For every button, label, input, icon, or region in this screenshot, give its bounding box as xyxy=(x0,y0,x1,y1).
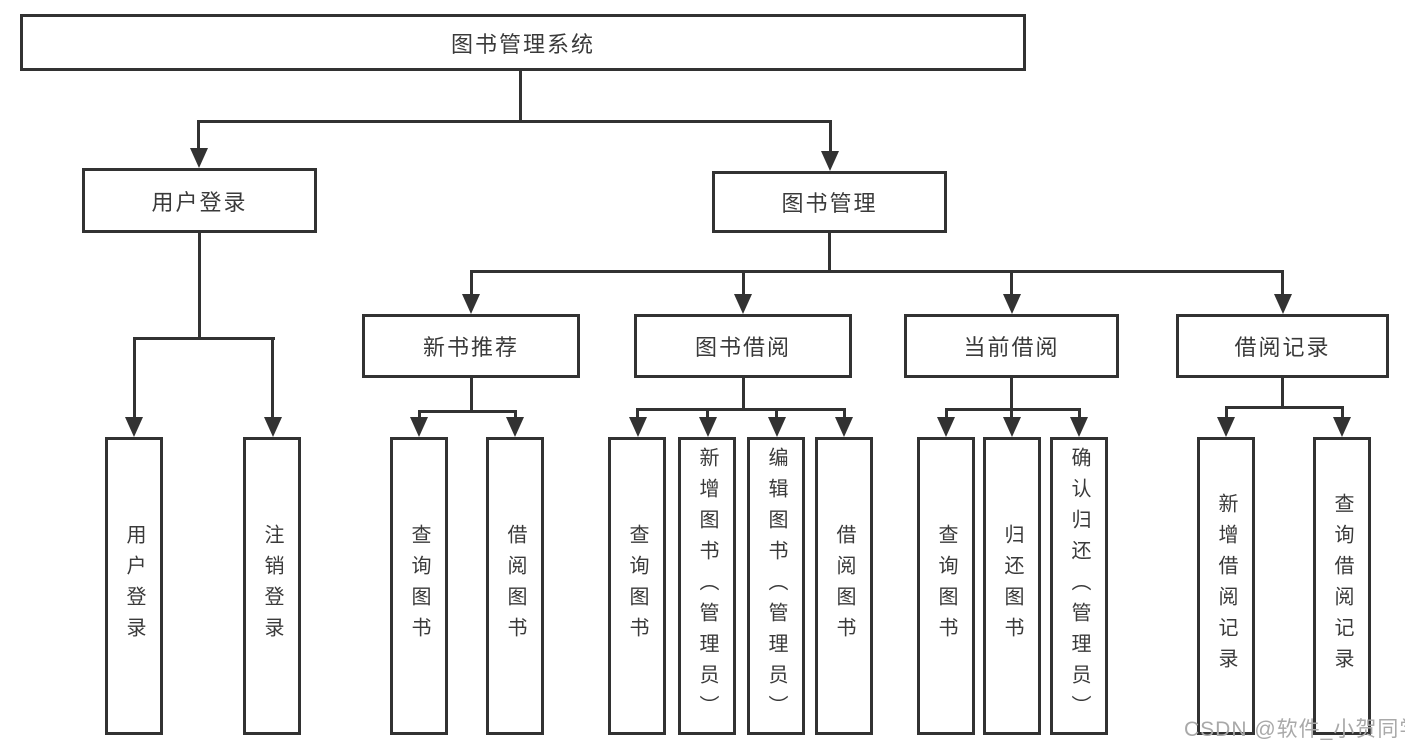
connector-arrow-line xyxy=(513,410,517,417)
arrow-down-icon xyxy=(821,151,839,171)
connector-arrow-line xyxy=(706,408,709,417)
leaf-edit-book-admin: 编辑图书（管理员） xyxy=(747,437,805,735)
arrow-down-icon xyxy=(1333,417,1351,437)
connector-arrow-line xyxy=(944,408,948,417)
arrow-down-icon xyxy=(767,417,786,437)
leaf-query-books-recommend: 查询图书 xyxy=(390,437,448,735)
arrow-down-icon xyxy=(937,417,955,437)
connector-recommend-stem xyxy=(469,378,473,413)
connector-arrow-line xyxy=(271,337,274,417)
leaf-add-book-admin: 新增图书（管理员） xyxy=(678,437,736,735)
connector-bookmgmt-stem xyxy=(828,233,831,273)
connector-arrow-line xyxy=(842,408,846,417)
connector-arrow-line xyxy=(417,410,421,417)
connector-root-bar xyxy=(197,120,832,123)
connector-arrow-line xyxy=(469,270,473,294)
connector-arrow-line xyxy=(1224,406,1228,417)
leaf-user-login: 用户登录 xyxy=(105,437,163,735)
node-book-borrow: 图书借阅 xyxy=(634,314,852,378)
arrow-down-icon xyxy=(1217,417,1235,437)
leaf-borrow-books: 借阅图书 xyxy=(815,437,873,735)
connector-borrow-bar xyxy=(636,408,846,411)
connector-current-stem xyxy=(1010,378,1013,411)
arrow-down-icon xyxy=(506,417,524,437)
connector-arrow-line xyxy=(132,337,136,417)
arrow-down-icon xyxy=(628,417,647,437)
connector-arrow-line xyxy=(1010,270,1013,294)
arrow-down-icon xyxy=(189,148,208,168)
connector-arrow-line xyxy=(1281,270,1284,294)
node-current-borrow: 当前借阅 xyxy=(904,314,1119,378)
connector-root-stem xyxy=(519,71,522,123)
connector-arrow-line xyxy=(1010,408,1013,417)
connector-records-stem xyxy=(1281,378,1284,409)
arrow-down-icon xyxy=(1002,417,1021,437)
node-book-management: 图书管理 xyxy=(712,171,947,233)
arrow-down-icon xyxy=(1273,294,1292,314)
leaf-return-book: 归还图书 xyxy=(983,437,1041,735)
connector-arrow-line xyxy=(775,408,778,417)
connector-arrow-user-login-line xyxy=(197,120,200,150)
arrow-down-icon xyxy=(462,294,480,314)
connector-records-bar xyxy=(1224,406,1344,409)
leaf-add-borrow-record: 新增借阅记录 xyxy=(1197,437,1255,735)
arrow-down-icon xyxy=(1070,417,1088,437)
arrow-down-icon xyxy=(835,417,853,437)
connector-arrow-line xyxy=(741,270,745,294)
leaf-logout-login: 注销登录 xyxy=(243,437,301,735)
connector-bookmgmt-bar xyxy=(469,270,1284,273)
node-root: 图书管理系统 xyxy=(20,14,1026,71)
csdn-watermark: CSDN @软件_小贺同学 xyxy=(1184,718,1405,741)
connector-recommend-bar xyxy=(417,410,517,413)
arrow-down-icon xyxy=(263,417,282,437)
connector-arrow-line xyxy=(636,408,639,417)
connector-borrow-stem xyxy=(741,378,745,411)
connector-userlogin-stem xyxy=(197,233,201,340)
arrow-down-icon xyxy=(125,417,143,437)
arrow-down-icon xyxy=(698,417,717,437)
leaf-confirm-return-admin: 确认归还（管理员） xyxy=(1050,437,1108,735)
connector-arrow-book-mgmt-line xyxy=(828,120,832,152)
node-new-book-recommend: 新书推荐 xyxy=(362,314,580,378)
connector-userlogin-bar xyxy=(132,337,275,340)
leaf-query-borrow-record: 查询借阅记录 xyxy=(1313,437,1371,735)
connector-arrow-line xyxy=(1340,406,1344,417)
connector-arrow-line xyxy=(1077,408,1081,417)
leaf-borrow-books-recommend: 借阅图书 xyxy=(486,437,544,735)
arrow-down-icon xyxy=(410,417,428,437)
arrow-down-icon xyxy=(1002,294,1021,314)
node-borrow-records: 借阅记录 xyxy=(1176,314,1389,378)
leaf-query-books-current: 查询图书 xyxy=(917,437,975,735)
arrow-down-icon xyxy=(734,294,752,314)
leaf-query-books-borrow: 查询图书 xyxy=(608,437,666,735)
node-user-login: 用户登录 xyxy=(82,168,317,233)
